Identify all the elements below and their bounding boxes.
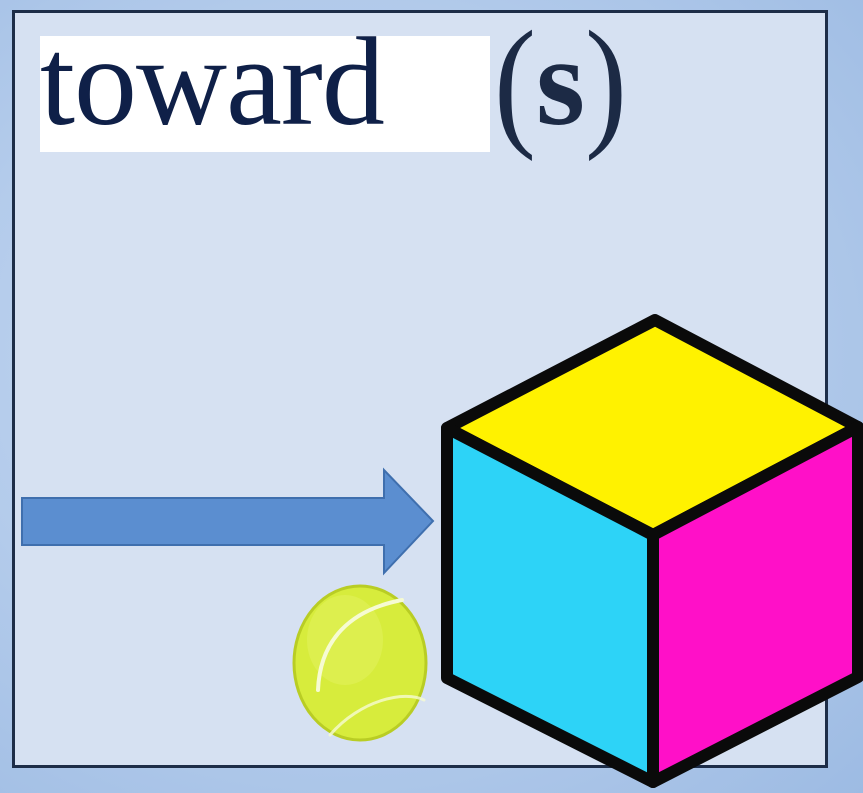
tennis-ball-icon — [292, 584, 428, 742]
arrow-right-icon — [21, 467, 435, 576]
suffix-close-paren: ) — [585, 2, 627, 163]
plural-suffix: (s) — [494, 10, 627, 155]
word-highlight — [40, 36, 490, 152]
cube-icon — [441, 314, 863, 788]
suffix-open-paren: ( — [494, 2, 536, 163]
word-text: toward — [40, 13, 385, 152]
suffix-letter: s — [535, 13, 586, 152]
